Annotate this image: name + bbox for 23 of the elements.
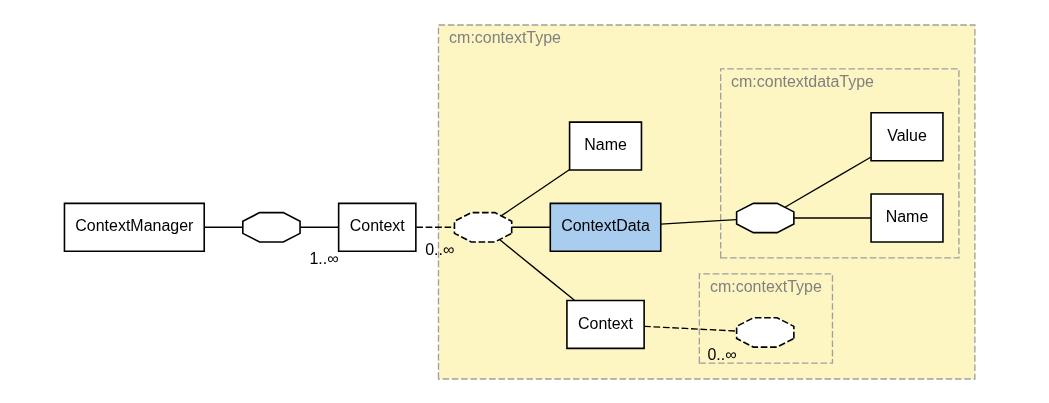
connector	[203, 226, 243, 228]
connector	[784, 156, 871, 208]
connector	[511, 226, 551, 228]
connector	[792, 216, 871, 219]
node-label: 1..∞	[308, 249, 339, 267]
node-box: Name	[869, 192, 944, 243]
node-box: Context	[565, 299, 645, 349]
node-box: ContextData	[549, 202, 662, 252]
connector	[643, 325, 737, 332]
connector	[500, 168, 570, 216]
connector	[659, 218, 737, 225]
node-label: 0..∞	[706, 345, 737, 363]
node-box: ContextManager	[63, 202, 205, 252]
node-box: Context	[337, 202, 417, 252]
node-label: 0..∞	[424, 240, 454, 258]
connector	[299, 226, 339, 228]
node-box: Name	[568, 120, 642, 171]
node-octagon	[735, 316, 795, 348]
node-octagon	[241, 211, 301, 243]
connector	[498, 238, 575, 301]
node-octagon	[735, 202, 795, 233]
node-box: Value	[869, 111, 944, 162]
node-octagon	[453, 211, 512, 243]
